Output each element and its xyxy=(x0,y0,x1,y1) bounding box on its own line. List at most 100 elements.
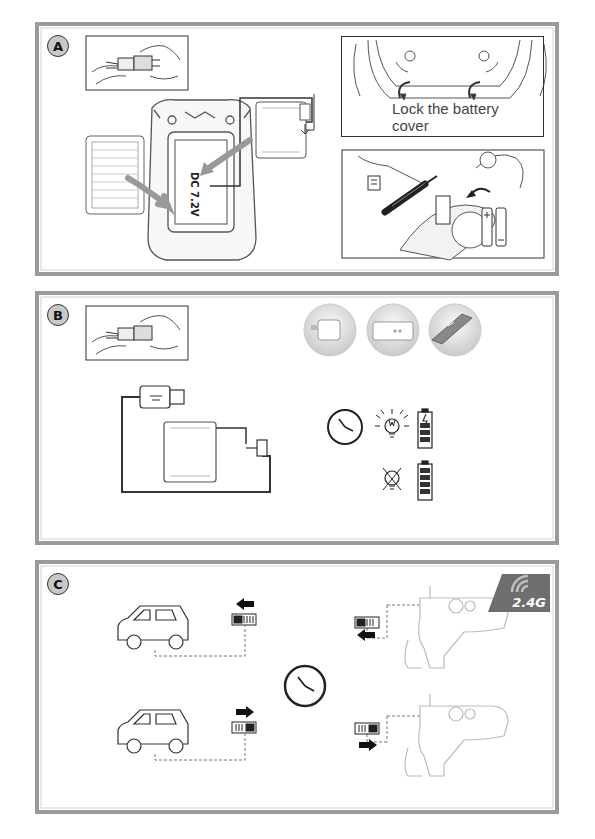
sketch-stroke xyxy=(422,409,428,412)
sketch-stroke xyxy=(244,616,253,623)
frequency-text: 2.4G xyxy=(512,595,546,610)
sketch-stroke xyxy=(375,409,409,426)
sketch-stroke xyxy=(420,468,430,473)
sketch-stroke xyxy=(420,475,430,480)
sketch-stroke xyxy=(328,410,362,444)
step-letter: C xyxy=(47,573,69,595)
sketch-stroke xyxy=(466,190,476,198)
remote-control xyxy=(405,586,508,776)
sketch-stroke xyxy=(134,610,176,620)
sketch-stroke xyxy=(373,322,413,340)
panel-frame xyxy=(37,24,557,812)
sketch-stroke xyxy=(405,694,430,776)
sketch-stroke xyxy=(301,124,309,134)
sketch-stroke xyxy=(41,566,553,808)
usb-charger xyxy=(122,386,270,492)
sketch-stroke xyxy=(449,707,463,721)
sketch-stroke xyxy=(425,176,437,184)
plug-inset xyxy=(86,306,188,360)
sketch-stroke xyxy=(405,51,415,61)
sketch-stroke xyxy=(300,104,310,120)
sketch-stroke xyxy=(164,422,216,482)
sketch-stroke xyxy=(396,62,498,72)
sketch-stroke xyxy=(127,635,141,649)
sketch-stroke xyxy=(232,614,256,625)
sketch-stroke xyxy=(354,44,547,96)
sketch-stroke xyxy=(339,419,353,431)
sketch-stroke xyxy=(369,725,377,732)
signal-arc xyxy=(517,581,528,592)
battery-cover xyxy=(86,136,144,214)
sketch-stroke xyxy=(236,598,254,610)
sketch-stroke xyxy=(155,626,245,656)
sketch-stroke xyxy=(420,437,430,442)
sketch-stroke xyxy=(210,98,312,186)
sketch-stroke xyxy=(420,482,430,487)
sketch-stroke xyxy=(436,196,450,224)
sketch-stroke xyxy=(175,140,227,224)
insert-arrow xyxy=(206,140,250,170)
sketch-stroke xyxy=(465,709,475,719)
insert-arrow xyxy=(128,178,168,206)
clock-icon xyxy=(285,666,325,706)
sketch-stroke xyxy=(423,414,427,428)
sketch-stroke xyxy=(432,314,472,344)
sketch-stroke xyxy=(405,586,430,668)
sketch-stroke xyxy=(118,58,134,70)
sketch-stroke xyxy=(246,724,254,731)
sketch-stroke xyxy=(168,116,176,124)
sketch-stroke xyxy=(169,739,183,753)
sketch-stroke xyxy=(140,386,170,408)
sketch-stroke xyxy=(41,28,553,270)
sketch-stroke xyxy=(484,212,504,240)
sketch-stroke xyxy=(480,152,496,168)
sketch-stroke xyxy=(368,176,380,190)
sketch-stroke xyxy=(169,635,183,649)
sketch-stroke xyxy=(389,420,395,426)
sketch-stroke xyxy=(392,181,428,206)
sketch-stroke xyxy=(355,617,379,628)
sketch-stroke xyxy=(399,82,480,98)
sketch-stroke xyxy=(86,36,188,90)
step-letter: B xyxy=(47,304,69,326)
sketch-stroke xyxy=(127,739,141,753)
sketch-stroke xyxy=(257,440,267,456)
sketch-stroke xyxy=(262,108,300,152)
sketch-stroke xyxy=(367,304,419,356)
panel-inner xyxy=(41,28,553,808)
sketch-stroke xyxy=(285,666,325,706)
sketch-stroke xyxy=(92,150,138,198)
clock-icon xyxy=(328,410,362,444)
step-letter-text: A xyxy=(53,39,63,54)
sketch-stroke xyxy=(37,24,557,274)
sketch-stroke xyxy=(383,468,401,490)
sketch-stroke xyxy=(92,316,180,354)
sketch-stroke xyxy=(256,102,306,158)
sketch-stroke xyxy=(118,328,134,340)
sketch-stroke xyxy=(134,326,152,340)
sketch-stroke xyxy=(226,116,234,124)
sketch-stroke xyxy=(318,320,340,340)
sketch-stroke xyxy=(122,397,270,492)
charged-indicator xyxy=(383,461,432,500)
signal-arc xyxy=(522,586,528,592)
sketch-stroke xyxy=(106,62,118,68)
sketch-stroke xyxy=(86,136,144,214)
sketch-stroke xyxy=(37,293,557,543)
sketch-stroke xyxy=(154,110,250,118)
step-letter-text: C xyxy=(53,577,63,592)
sketch-stroke xyxy=(86,306,188,360)
car-outline xyxy=(118,606,188,753)
power-source-icons xyxy=(304,304,481,356)
remote-battery-inset xyxy=(342,150,544,260)
sketch-stroke xyxy=(236,724,242,731)
sketch-stroke xyxy=(246,447,257,448)
sketch-stroke xyxy=(367,619,373,626)
sketch-stroke xyxy=(465,601,475,611)
badge-fill xyxy=(488,574,550,612)
direction-arrow xyxy=(236,598,377,751)
frequency-badge: 2.4G xyxy=(488,574,550,612)
insert-arrow-head xyxy=(200,162,214,176)
sketch-stroke xyxy=(420,489,430,494)
